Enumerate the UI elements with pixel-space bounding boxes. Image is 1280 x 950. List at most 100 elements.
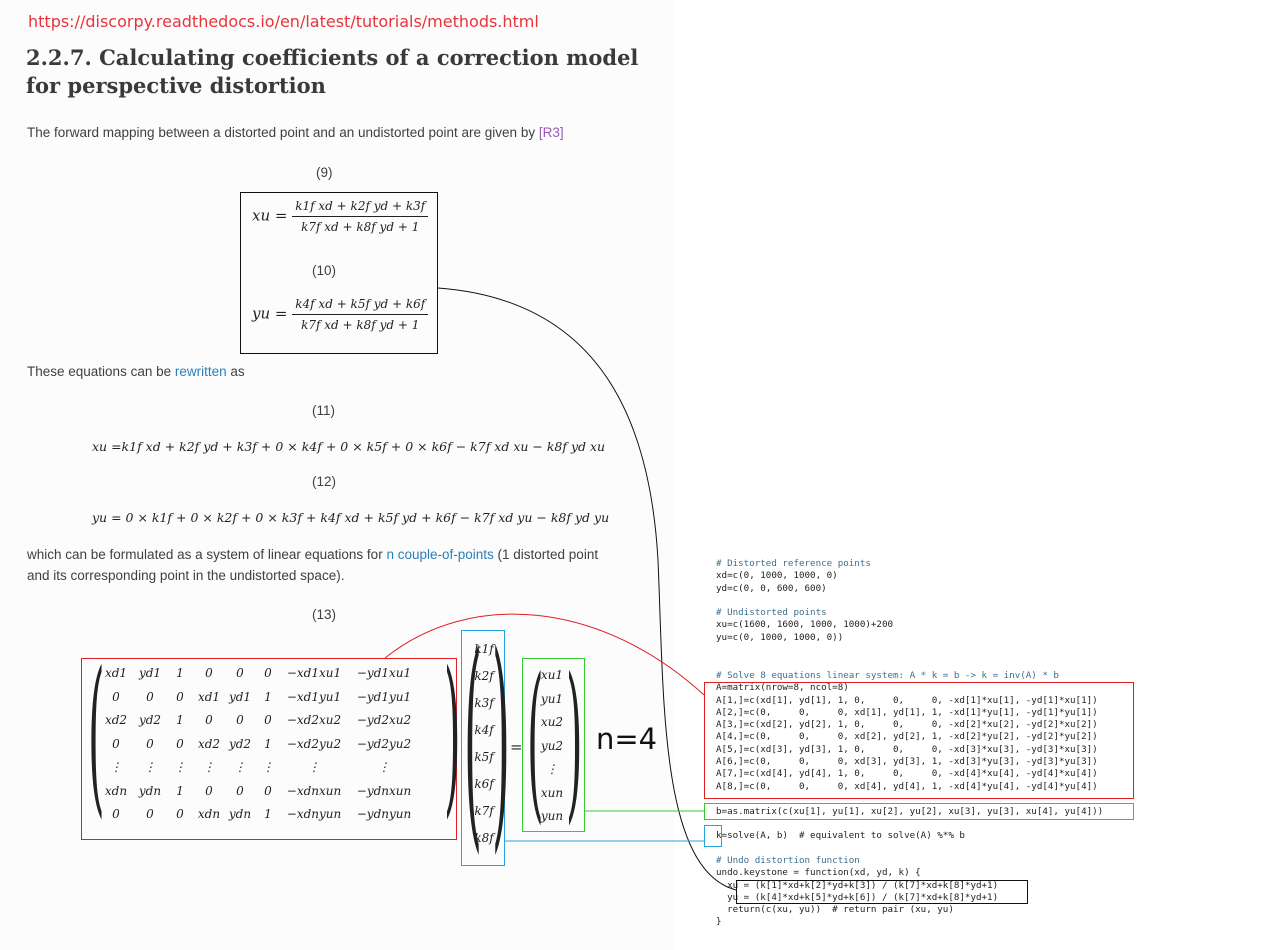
equation-9: xu = k1f xd + k2f yd + k3f k7f xd + k8f … — [252, 199, 429, 234]
matrix-cell: 0 — [112, 807, 120, 821]
code-line: yd=c(0, 0, 600, 600) — [716, 582, 827, 594]
equals-sign: = — [510, 738, 523, 756]
code-line: } — [716, 916, 722, 928]
matrix-cell: ⋮ — [308, 760, 320, 774]
code-b-highlight-box — [704, 803, 1134, 820]
k-vector-entry: k6f — [474, 777, 494, 791]
matrix-cell: yd2 — [228, 736, 252, 751]
matrix-cell: xd2 — [104, 713, 128, 727]
equation-number-11: (11) — [312, 403, 336, 418]
equation-number-13: (13) — [312, 607, 337, 622]
k-vector-right-paren: ) — [492, 607, 510, 874]
matrix-cell: 0 — [176, 807, 184, 821]
reference-link[interactable]: [R3] — [538, 125, 564, 140]
eq9-numerator: k1f xd + k2f yd + k3f — [292, 199, 429, 217]
intro-paragraph: The forward mapping between a distorted … — [27, 122, 564, 143]
equation-12: yu = 0 × k1f + 0 × k2f + 0 × k3f + k4f x… — [92, 510, 610, 525]
code-line: yu = (k[4]*xd+k[5]*yd+k[6]) / (k[7]*xd+k… — [716, 891, 999, 903]
matrix-cell: 0 — [146, 807, 154, 821]
k-vector-entry: k1f — [474, 642, 494, 656]
equation-number-12: (12) — [312, 474, 337, 489]
code-line: xd=c(0, 1000, 1000, 0) — [716, 570, 838, 582]
matrix-cell: yd1 — [228, 689, 252, 704]
code-line-b: b=as.matrix(c(xu[1], yu[1], xu[2], yu[2]… — [716, 806, 1104, 817]
code-k-highlight-box — [704, 825, 722, 847]
matrix-cell: xd1 — [104, 666, 128, 680]
matrix-cell: xdn — [197, 807, 221, 821]
k-vector-highlight-box — [461, 630, 505, 866]
equation-11: xu =k1f xd + k2f yd + k3f + 0 × k4f + 0 … — [92, 439, 606, 454]
eq10-lhs: yu = — [252, 304, 288, 323]
matrix-cell: xd2 — [197, 736, 221, 751]
matrix-cell: 0 — [205, 666, 213, 680]
matrix-cell: xdn — [104, 783, 128, 798]
rhs-vector-entry: yu2 — [540, 738, 564, 753]
matrix-cell: 0 — [205, 783, 213, 798]
rhs-vector-left-paren: ( — [527, 642, 544, 840]
code-block-points: # Distorted reference points xd=c(0, 100… — [716, 558, 893, 644]
couple-of-points-link[interactable]: n couple-of-points — [386, 547, 494, 562]
matrix-cell: 0 — [176, 689, 184, 704]
rhs-vector-entry: xu2 — [540, 715, 564, 729]
k-vector-entry: k5f — [474, 750, 494, 764]
k-vector-entry: k7f — [474, 804, 494, 818]
code-line: # Solve 8 equations linear system: A * k… — [716, 670, 1059, 681]
code-line: # Undistorted points — [716, 607, 827, 619]
code-line: A[4,]=c(0, 0, 0, xd[2], yd[2], 1, -xd[2]… — [716, 731, 1098, 743]
matrix-cell: ydn — [138, 783, 162, 798]
eq10-fraction: k4f xd + k5f yd + k6f k7f xd + k8f yd + … — [292, 297, 429, 332]
code-line: A[6,]=c(0, 0, 0, xd[3], yd[3], 1, -xd[3]… — [716, 756, 1098, 768]
code-formula-highlight-box — [736, 880, 1028, 904]
matrix-cell: 1 — [176, 783, 184, 798]
rhs-vector-right-paren: ) — [566, 642, 583, 840]
matrix-cell: −xd1yu1 — [286, 689, 342, 704]
matrix-cell: 1 — [264, 689, 272, 704]
rewritten-link[interactable]: rewritten — [174, 364, 227, 379]
matrix-cell: ⋮ — [203, 760, 215, 774]
matrix-cell: 0 — [236, 713, 244, 727]
matrix-cell: −ydnxun — [356, 783, 412, 798]
k-vector-entry: k3f — [474, 696, 494, 710]
matrix-cell: 0 — [264, 783, 272, 798]
matrix-cell: −xd1xu1 — [286, 666, 342, 680]
eq9-fraction: k1f xd + k2f yd + k3f k7f xd + k8f yd + … — [292, 199, 429, 234]
matrix-cell: 1 — [176, 713, 184, 727]
code-block-undo: # Undo distortion function undo.keystone… — [716, 855, 998, 929]
matrix-cell: 0 — [112, 736, 120, 751]
code-line-k: k=solve(A, b) # equivalent to solve(A) %… — [716, 830, 965, 841]
equation-number-9: (9) — [316, 165, 333, 180]
matrix-cell: −yd2yu2 — [356, 736, 412, 751]
equation-10: yu = k4f xd + k5f yd + k6f k7f xd + k8f … — [252, 297, 429, 332]
matrix-cell: 0 — [236, 666, 244, 680]
equation-number-10: (10) — [312, 263, 337, 278]
section-heading: 2.2.7. Calculating coefficients of a cor… — [26, 45, 639, 98]
formulated-line2: and its corresponding point in the undis… — [27, 568, 345, 583]
matrix-cell: yd2 — [138, 713, 162, 727]
matrix-cell: 0 — [205, 713, 213, 727]
rewritten-after: as — [226, 364, 245, 379]
matrix-cell: ⋮ — [262, 760, 274, 774]
matrix-cell: yd1 — [138, 666, 162, 680]
code-line: xu = (k[1]*xd+k[2]*yd+k[3]) / (k[7]*xd+k… — [716, 879, 999, 891]
eq10-numerator: k4f xd + k5f yd + k6f — [292, 297, 429, 315]
equation-highlight-box-black — [240, 192, 438, 354]
matrix-cell: 1 — [264, 736, 272, 751]
page-url[interactable]: https://discorpy.readthedocs.io/en/lates… — [28, 12, 539, 31]
formulated-after: (1 distorted point — [493, 547, 599, 562]
matrix-cell: −ydnyun — [356, 807, 412, 821]
matrix-a-right-paren: ) — [444, 636, 461, 834]
code-line: # Distorted reference points — [716, 558, 871, 569]
code-line: # Undo distortion function — [716, 855, 860, 866]
matrix-cell: 1 — [264, 807, 272, 821]
matrix-cell: 0 — [264, 666, 272, 680]
intro-text: The forward mapping between a distorted … — [27, 125, 539, 140]
matrix-cell: −xdnyun — [286, 807, 342, 821]
matrix-cell: ydn — [228, 807, 252, 821]
matrix-cell: 0 — [176, 736, 184, 751]
eq9-lhs: xu = — [252, 206, 288, 225]
docs-page — [0, 0, 674, 950]
